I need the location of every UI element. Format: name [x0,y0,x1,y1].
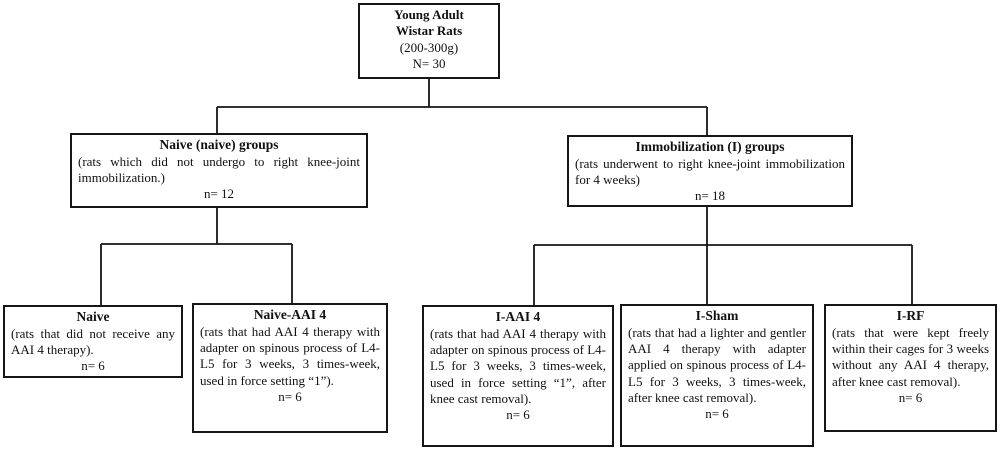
node-body: (rats that had a lighter and gentler AAI… [628,324,806,405]
node-count: n= 12 [203,186,235,202]
node-count: n= 6 [506,407,530,423]
root-line-2: Wistar Rats [395,23,463,39]
node-count: n= 6 [278,388,302,404]
node-body: (rats that had AAI 4 therapy with adapte… [200,323,380,388]
node-i-rf: I-RF (rats that were kept freely within … [824,304,997,432]
node-title: I-RF [896,308,925,323]
node-count: n= 6 [898,389,923,405]
node-body: (rats underwent to right knee-joint immo… [575,155,845,188]
node-count: n= 6 [705,406,729,422]
node-count: n= 6 [81,358,105,374]
node-title: I-Sham [695,308,739,323]
node-body: (rats that did not receive any AAI 4 the… [11,325,175,358]
root-line-1: Young Adult [394,7,464,22]
node-naive: Naive (rats that did not receive any AAI… [3,305,183,378]
node-title: Naive (naive) groups [159,137,279,152]
node-i-aai4: I-AAI 4 (rats that had AAI 4 therapy wit… [422,305,614,447]
root-line-3: (200-300g) [399,39,459,55]
node-immobilization-groups: Immobilization (I) groups (rats underwen… [567,135,853,207]
node-i-sham: I-Sham (rats that had a lighter and gent… [620,304,814,447]
node-count: n= 18 [694,188,726,204]
node-title: Naive [76,309,110,324]
node-naive-aai4: Naive-AAI 4 (rats that had AAI 4 therapy… [192,303,388,433]
node-body: (rats that were kept freely within their… [832,324,989,389]
node-root: Young Adult Wistar Rats (200-300g) N= 30 [358,3,500,79]
root-line-4: N= 30 [412,55,446,71]
node-title: Naive-AAI 4 [253,307,327,322]
node-body: (rats which did not undergo to right kne… [78,153,360,186]
node-title: Immobilization (I) groups [635,139,785,154]
node-naive-groups: Naive (naive) groups (rats which did not… [70,133,368,208]
node-body: (rats that had AAI 4 therapy with adapte… [430,325,606,406]
node-title: I-AAI 4 [495,309,541,324]
